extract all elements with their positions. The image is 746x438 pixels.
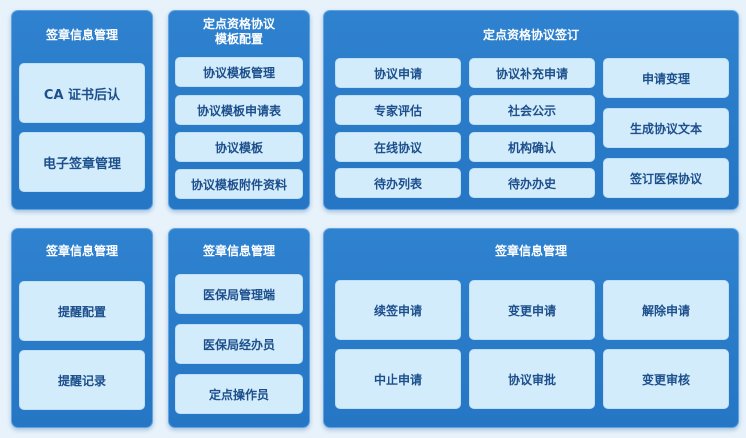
template-button[interactable]: 协议模板 <box>175 132 303 162</box>
panel-reminder: 签章信息管理 提醒配置 提醒记录 <box>11 228 153 428</box>
bureau-admin-button[interactable]: 医保局管理端 <box>175 274 303 314</box>
panel-title: 签章信息管理 <box>45 244 118 258</box>
panel-title: 签章信息管理 <box>494 244 567 258</box>
suspension-apply-button[interactable]: 中止申请 <box>335 349 461 409</box>
agreement-supplement-button[interactable]: 协议补充申请 <box>469 58 595 88</box>
change-review-button[interactable]: 变更审核 <box>603 349 729 409</box>
template-management-button[interactable]: 协议模板管理 <box>175 57 303 87</box>
panel-title: 签章信息管理 <box>45 28 118 42</box>
designated-operator-button[interactable]: 定点操作员 <box>175 374 303 414</box>
agreement-approval-button[interactable]: 协议审批 <box>469 349 595 409</box>
todo-history-button[interactable]: 待办办史 <box>469 168 595 198</box>
panel-signature-management: 签章信息管理 CA 证书后认 电子签章管理 <box>11 10 153 210</box>
panel-title: 定点资格协议签订 <box>482 28 579 42</box>
electronic-seal-management-button[interactable]: 电子签章管理 <box>19 132 145 192</box>
panel-title: 签章信息管理 <box>202 244 275 258</box>
reminder-record-button[interactable]: 提醒记录 <box>19 350 145 410</box>
panel-agreement-signing: 定点资格协议签订 协议申请 协议补充申请 申请变理 专家评估 社会公示 生成协议… <box>323 10 739 210</box>
panel-title-line2: 模板配置 <box>214 32 263 46</box>
termination-apply-button[interactable]: 解除申请 <box>603 280 729 340</box>
template-attachments-button[interactable]: 协议模板附件资料 <box>175 169 303 199</box>
todo-list-button[interactable]: 待办列表 <box>335 168 461 198</box>
online-agreement-button[interactable]: 在线协议 <box>335 132 461 162</box>
apply-change-button[interactable]: 申请变理 <box>603 58 729 98</box>
agreement-apply-button[interactable]: 协议申请 <box>335 58 461 88</box>
expert-review-button[interactable]: 专家评估 <box>335 95 461 125</box>
change-apply-button[interactable]: 变更申请 <box>469 280 595 340</box>
institution-confirm-button[interactable]: 机构确认 <box>469 132 595 162</box>
sign-insurance-agreement-button[interactable]: 签订医保协议 <box>603 158 729 198</box>
generate-agreement-text-button[interactable]: 生成协议文本 <box>603 108 729 148</box>
bureau-handler-button[interactable]: 医保局经办员 <box>175 324 303 364</box>
template-application-form-button[interactable]: 协议模板申请表 <box>175 95 303 125</box>
renewal-apply-button[interactable]: 续签申请 <box>335 280 461 340</box>
panel-template-config: 定点资格协议 模板配置 协议模板管理 协议模板申请表 协议模板 协议模板附件资料 <box>168 10 310 210</box>
reminder-config-button[interactable]: 提醒配置 <box>19 281 145 341</box>
panel-title-line1: 定点资格协议 <box>202 17 275 31</box>
ca-certificate-button[interactable]: CA 证书后认 <box>19 63 145 123</box>
public-notice-button[interactable]: 社会公示 <box>469 95 595 125</box>
panel-operators: 签章信息管理 医保局管理端 医保局经办员 定点操作员 <box>168 228 310 428</box>
panel-agreement-changes: 签章信息管理 续签申请 变更申请 解除申请 中止申请 协议审批 变更审核 <box>323 228 739 428</box>
